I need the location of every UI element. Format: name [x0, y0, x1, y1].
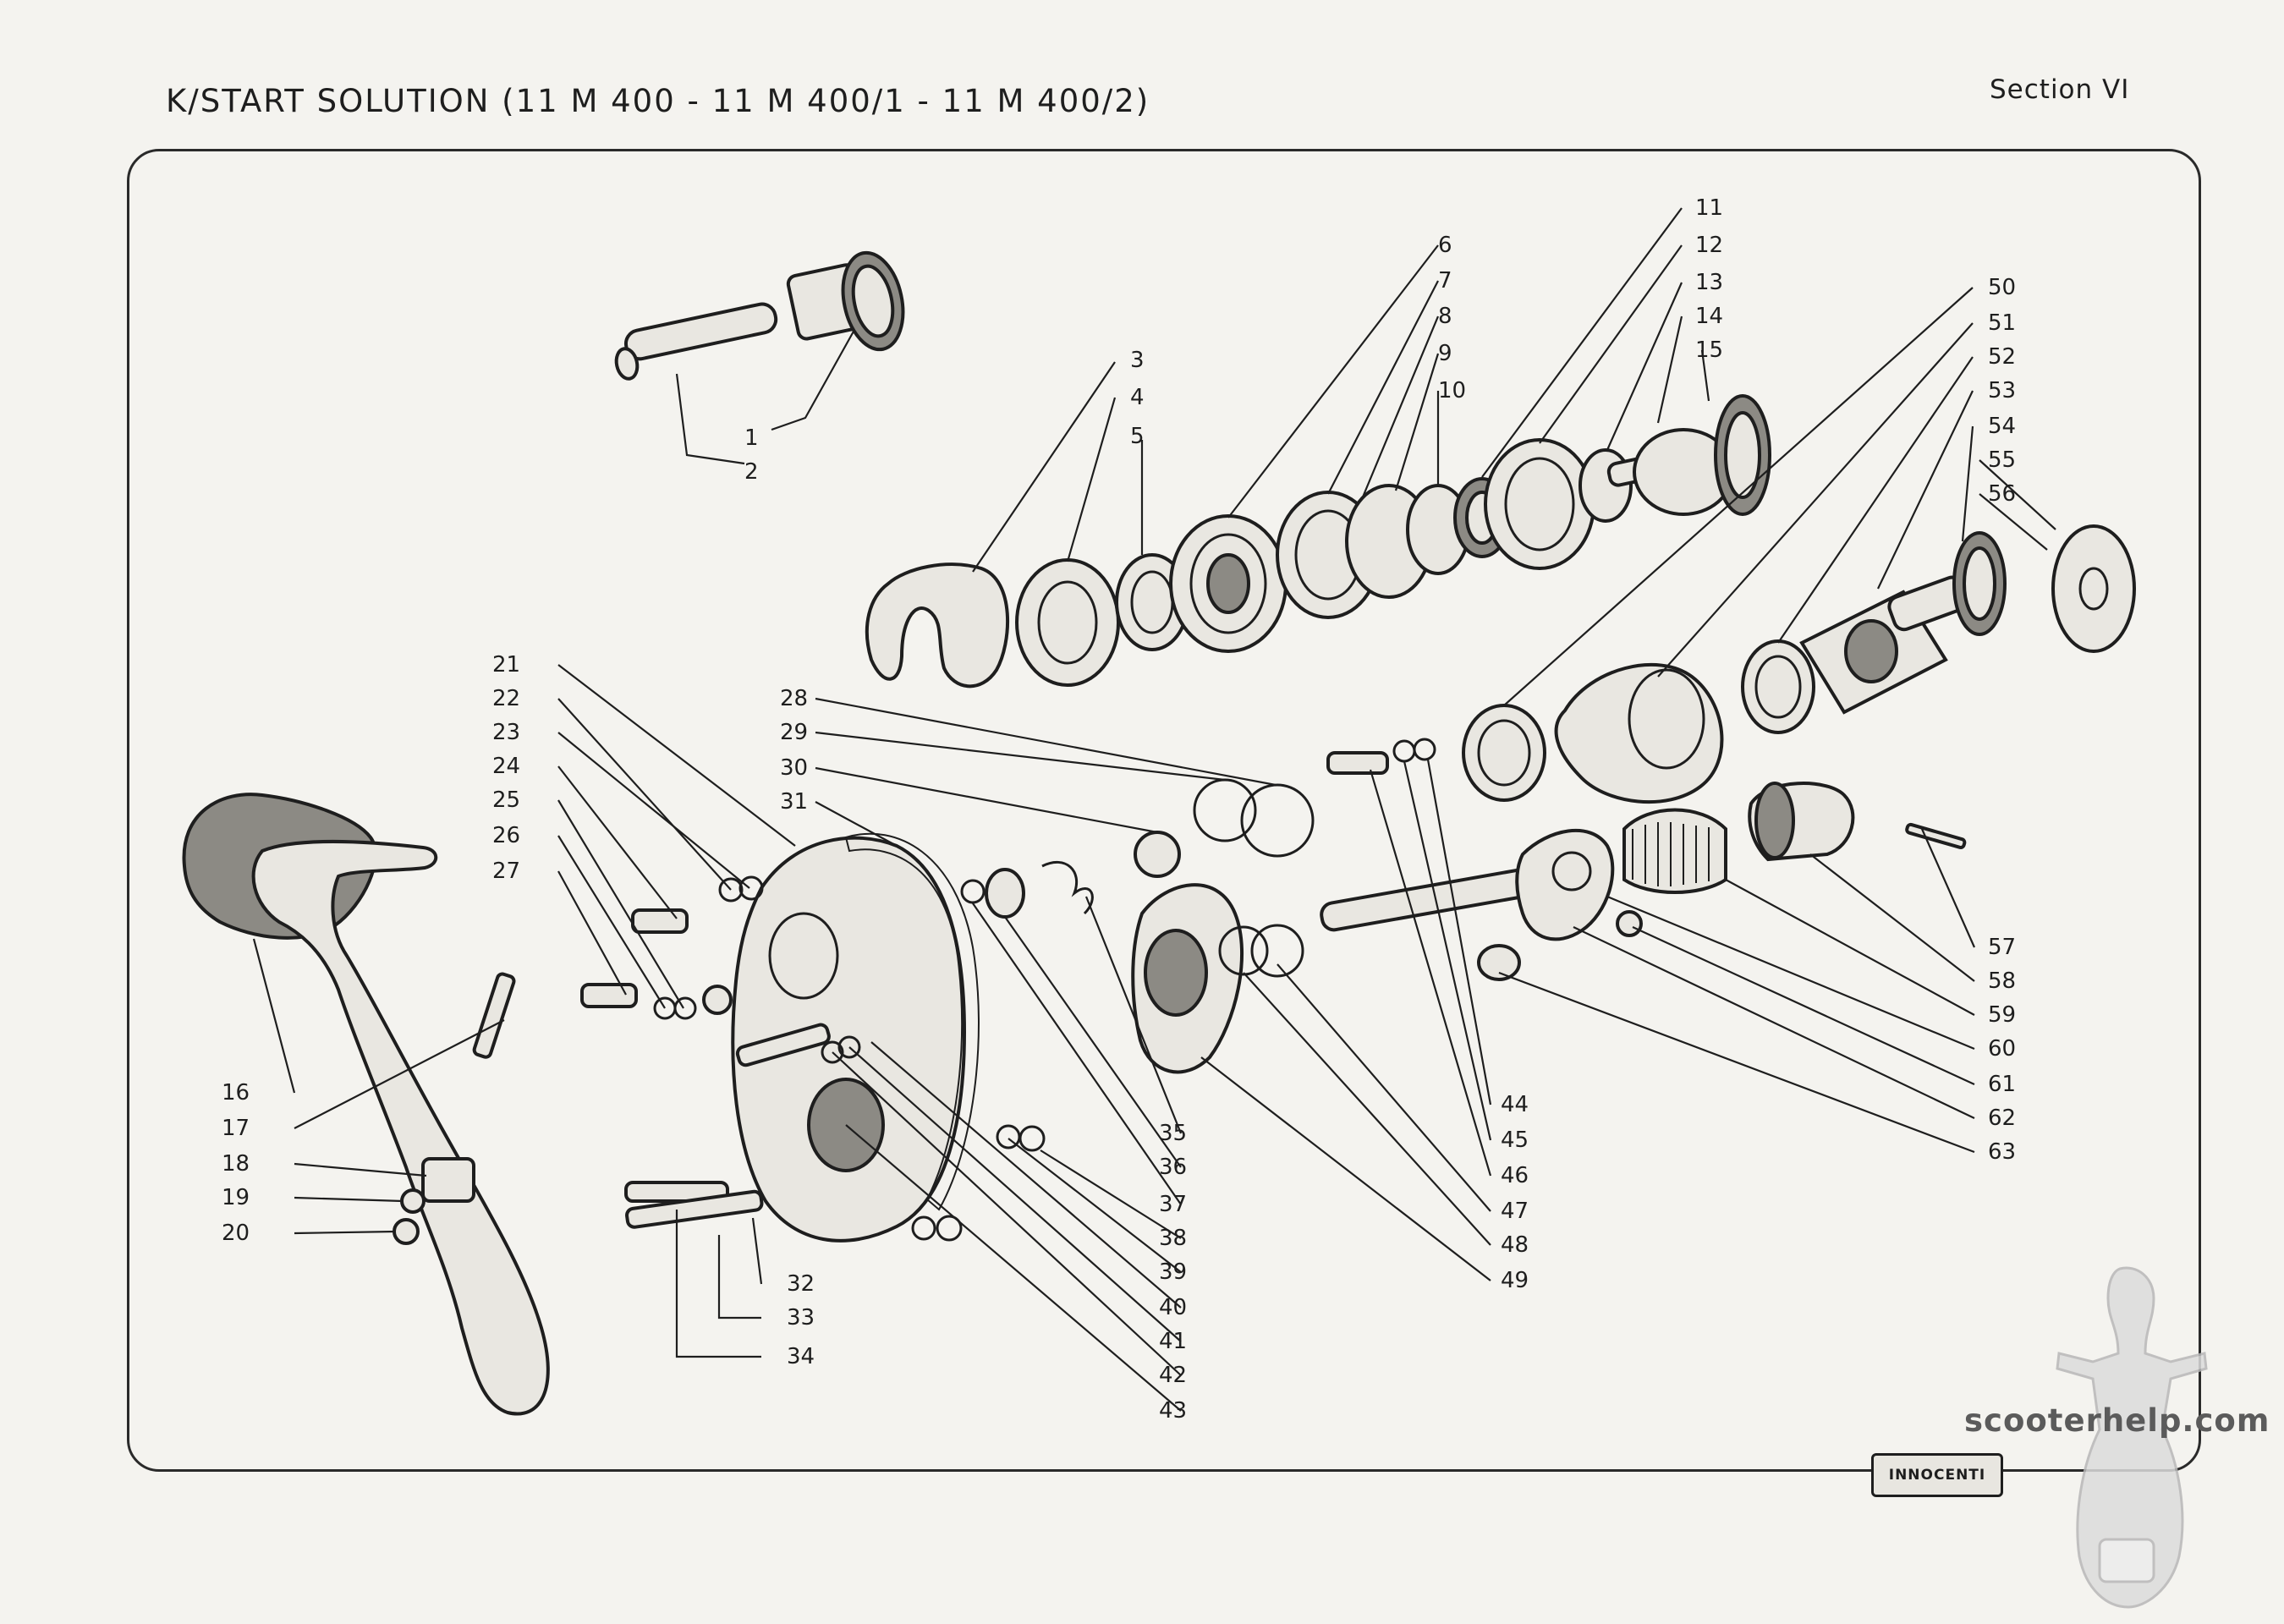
part-number: 11: [1695, 195, 1723, 221]
part-number: 22: [492, 686, 520, 711]
part-number: 5: [1130, 424, 1145, 449]
part-number: 62: [1988, 1106, 2016, 1131]
part-number: 49: [1501, 1268, 1529, 1293]
part-number: 42: [1159, 1363, 1187, 1388]
part-number: 41: [1159, 1329, 1187, 1354]
part-number: 1: [744, 425, 759, 451]
part-number: 58: [1988, 968, 2016, 994]
part-number: 33: [787, 1305, 815, 1330]
part-number: 45: [1501, 1127, 1529, 1153]
part-number: 14: [1695, 304, 1723, 329]
part-number: 43: [1159, 1398, 1187, 1424]
part-number: 35: [1159, 1121, 1187, 1146]
diagram-frame: [127, 149, 2201, 1472]
part-number: 54: [1988, 414, 2016, 439]
part-number: 40: [1159, 1295, 1187, 1320]
part-number: 59: [1988, 1002, 2016, 1028]
part-number: 25: [492, 787, 520, 813]
part-number: 57: [1988, 935, 2016, 960]
part-number: 32: [787, 1271, 815, 1297]
part-number: 60: [1988, 1036, 2016, 1062]
part-number: 6: [1438, 233, 1452, 258]
part-number: 4: [1130, 385, 1145, 410]
part-number: 30: [780, 755, 808, 781]
part-number: 48: [1501, 1232, 1529, 1258]
part-number: 13: [1695, 270, 1723, 295]
innocenti-logo: INNOCENTI: [1871, 1453, 2003, 1497]
part-number: 26: [492, 823, 520, 848]
section-label: Section VI: [1990, 74, 2130, 105]
part-number: 38: [1159, 1226, 1187, 1251]
part-number: 47: [1501, 1199, 1529, 1224]
part-number: 44: [1501, 1092, 1529, 1117]
part-gear-sector: [911, 738, 1967, 1242]
watermark-text: scooterhelp.com: [1964, 1402, 2270, 1439]
part-number: 18: [222, 1151, 250, 1177]
part-shapes: [182, 250, 2136, 1416]
part-number: 10: [1438, 378, 1466, 403]
part-number-labels: 1 2 3 4 5 6 7 8 9 10 11 12 13 14 15 16 1…: [222, 195, 2016, 1424]
part-number: 27: [492, 859, 520, 884]
part-number: 15: [1695, 337, 1723, 363]
part-number: 31: [780, 789, 808, 815]
part-number: 39: [1159, 1259, 1187, 1285]
part-cover-plate: [580, 832, 1094, 1243]
part-number: 17: [222, 1116, 250, 1141]
part-number: 29: [780, 720, 808, 745]
part-number: 37: [1159, 1192, 1187, 1217]
part-number: 16: [222, 1080, 250, 1106]
part-number: 19: [222, 1185, 250, 1210]
part-number: 52: [1988, 344, 2016, 370]
part-number: 61: [1988, 1072, 2016, 1097]
part-number: 9: [1438, 341, 1452, 366]
part-number: 20: [222, 1221, 250, 1246]
part-number: 36: [1159, 1155, 1187, 1180]
part-number: 56: [1988, 481, 2016, 507]
part-number: 7: [1438, 268, 1452, 294]
part-number: 53: [1988, 378, 2016, 403]
part-number: 34: [787, 1344, 815, 1369]
part-number: 24: [492, 754, 520, 779]
part-bracket: [865, 562, 1010, 689]
part-number: 55: [1988, 447, 2016, 473]
leader-lines: [252, 207, 2056, 1412]
part-shaft-gear: [1606, 394, 1771, 516]
part-number: 51: [1988, 310, 2016, 336]
part-pin-and-gear: [614, 250, 905, 381]
part-number: 23: [492, 720, 520, 745]
part-number: 3: [1130, 348, 1145, 373]
part-number: 46: [1501, 1163, 1529, 1188]
part-number: 50: [1988, 275, 2016, 300]
scooter-watermark-icon: [2056, 1266, 2208, 1609]
page-title: K/START SOLUTION (11 M 400 - 11 M 400/1 …: [166, 83, 1150, 119]
part-number: 2: [744, 459, 759, 485]
part-bearing-stack: [1015, 438, 1633, 687]
part-number: 8: [1438, 304, 1452, 329]
part-number: 63: [1988, 1139, 2016, 1165]
part-number: 28: [780, 686, 808, 711]
part-number: 21: [492, 652, 520, 678]
part-number: 12: [1695, 233, 1723, 258]
part-housing: [1462, 524, 2136, 804]
